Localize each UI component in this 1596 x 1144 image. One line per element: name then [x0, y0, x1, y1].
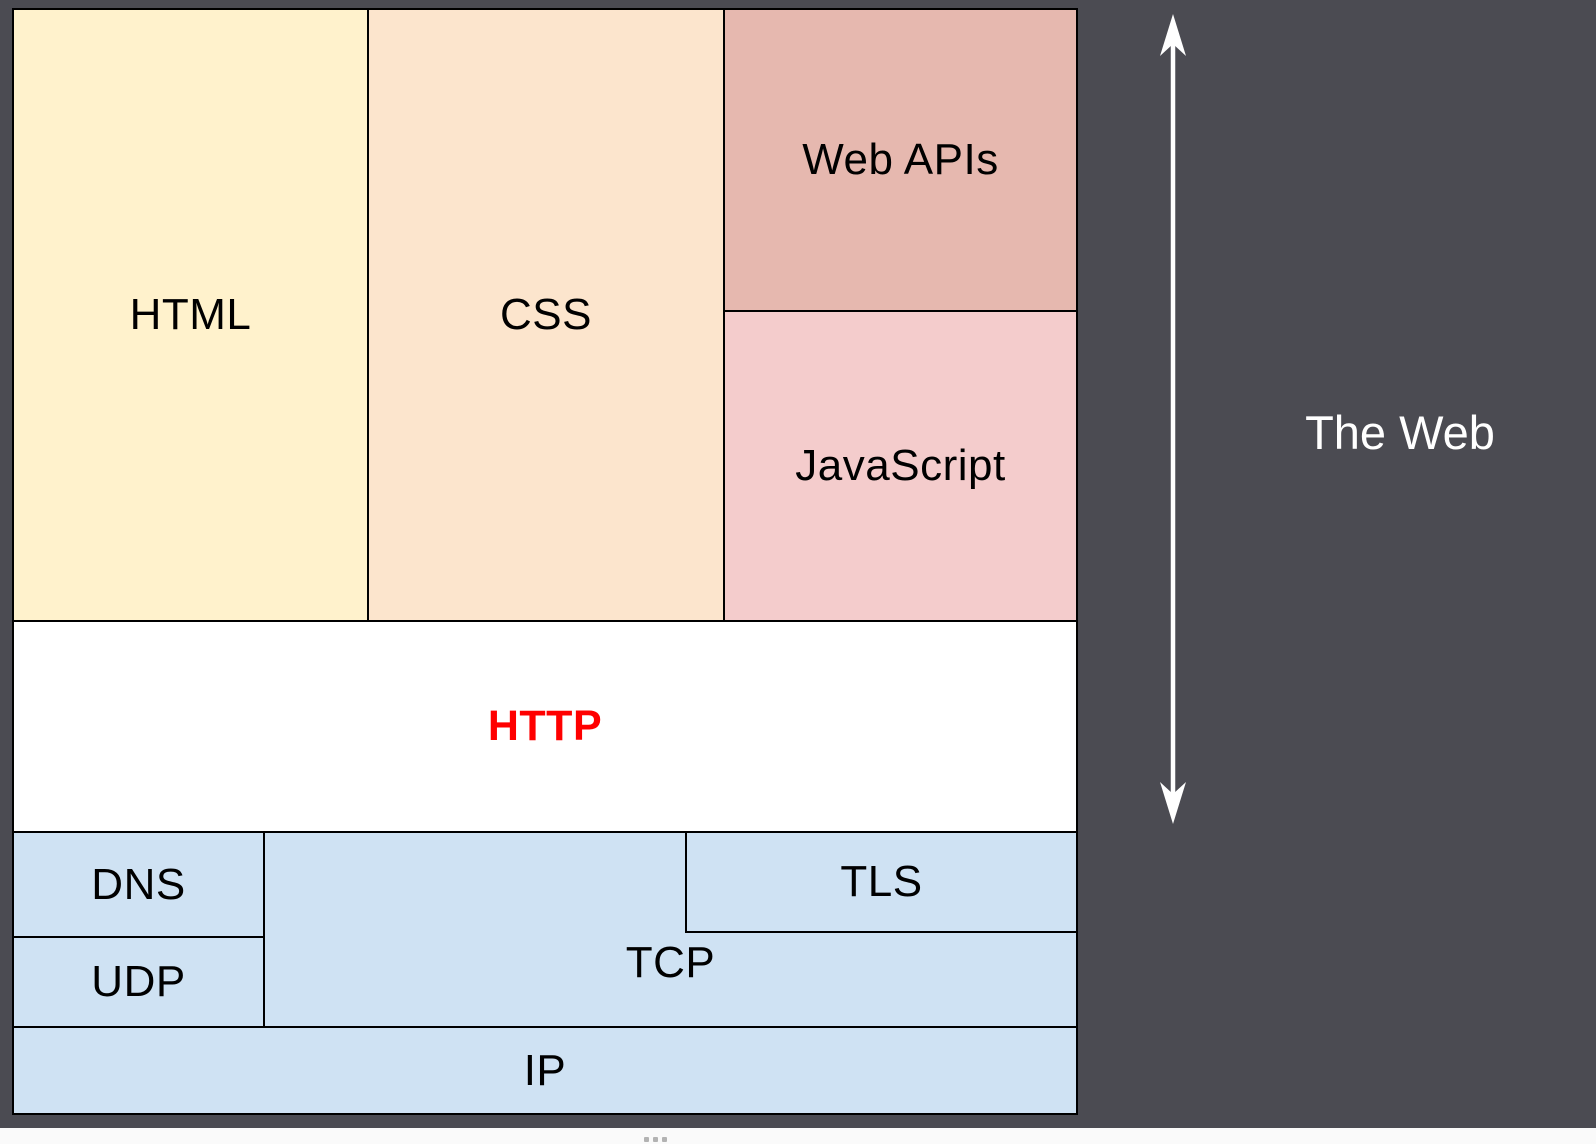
- box-dns: DNS: [12, 831, 265, 938]
- vertical-double-arrow-graphic: [1160, 14, 1186, 824]
- css-label: CSS: [500, 290, 592, 339]
- html-label: HTML: [129, 290, 252, 339]
- box-web-apis: Web APIs: [723, 8, 1078, 312]
- drag-handle-dots[interactable]: [644, 1137, 667, 1142]
- ip-label: IP: [523, 1045, 567, 1095]
- box-udp: UDP: [12, 936, 265, 1028]
- http-label: HTTP: [487, 702, 603, 750]
- web-apis-label: Web APIs: [802, 135, 999, 184]
- box-css: CSS: [367, 8, 725, 622]
- udp-label: UDP: [91, 957, 186, 1006]
- tls-label: TLS: [840, 857, 923, 906]
- box-http: HTTP: [12, 620, 1078, 833]
- arrowhead-down-icon: [1160, 782, 1186, 824]
- drag-handle-dot: [662, 1137, 667, 1142]
- the-web-label: The Web: [1305, 406, 1495, 459]
- arrowhead-up-icon: [1160, 14, 1186, 56]
- tcp-label: TCP: [625, 937, 716, 987]
- drag-handle-dot: [644, 1137, 649, 1142]
- box-javascript: JavaScript: [723, 310, 1078, 622]
- drag-handle-dot: [653, 1137, 658, 1142]
- box-ip: IP: [12, 1026, 1078, 1115]
- dns-label: DNS: [91, 859, 186, 909]
- vertical-double-arrow: [1157, 10, 1189, 828]
- footer-strip: [0, 1128, 1596, 1144]
- javascript-label: JavaScript: [795, 441, 1006, 490]
- box-html: HTML: [12, 8, 369, 622]
- box-tls: TLS: [685, 831, 1078, 933]
